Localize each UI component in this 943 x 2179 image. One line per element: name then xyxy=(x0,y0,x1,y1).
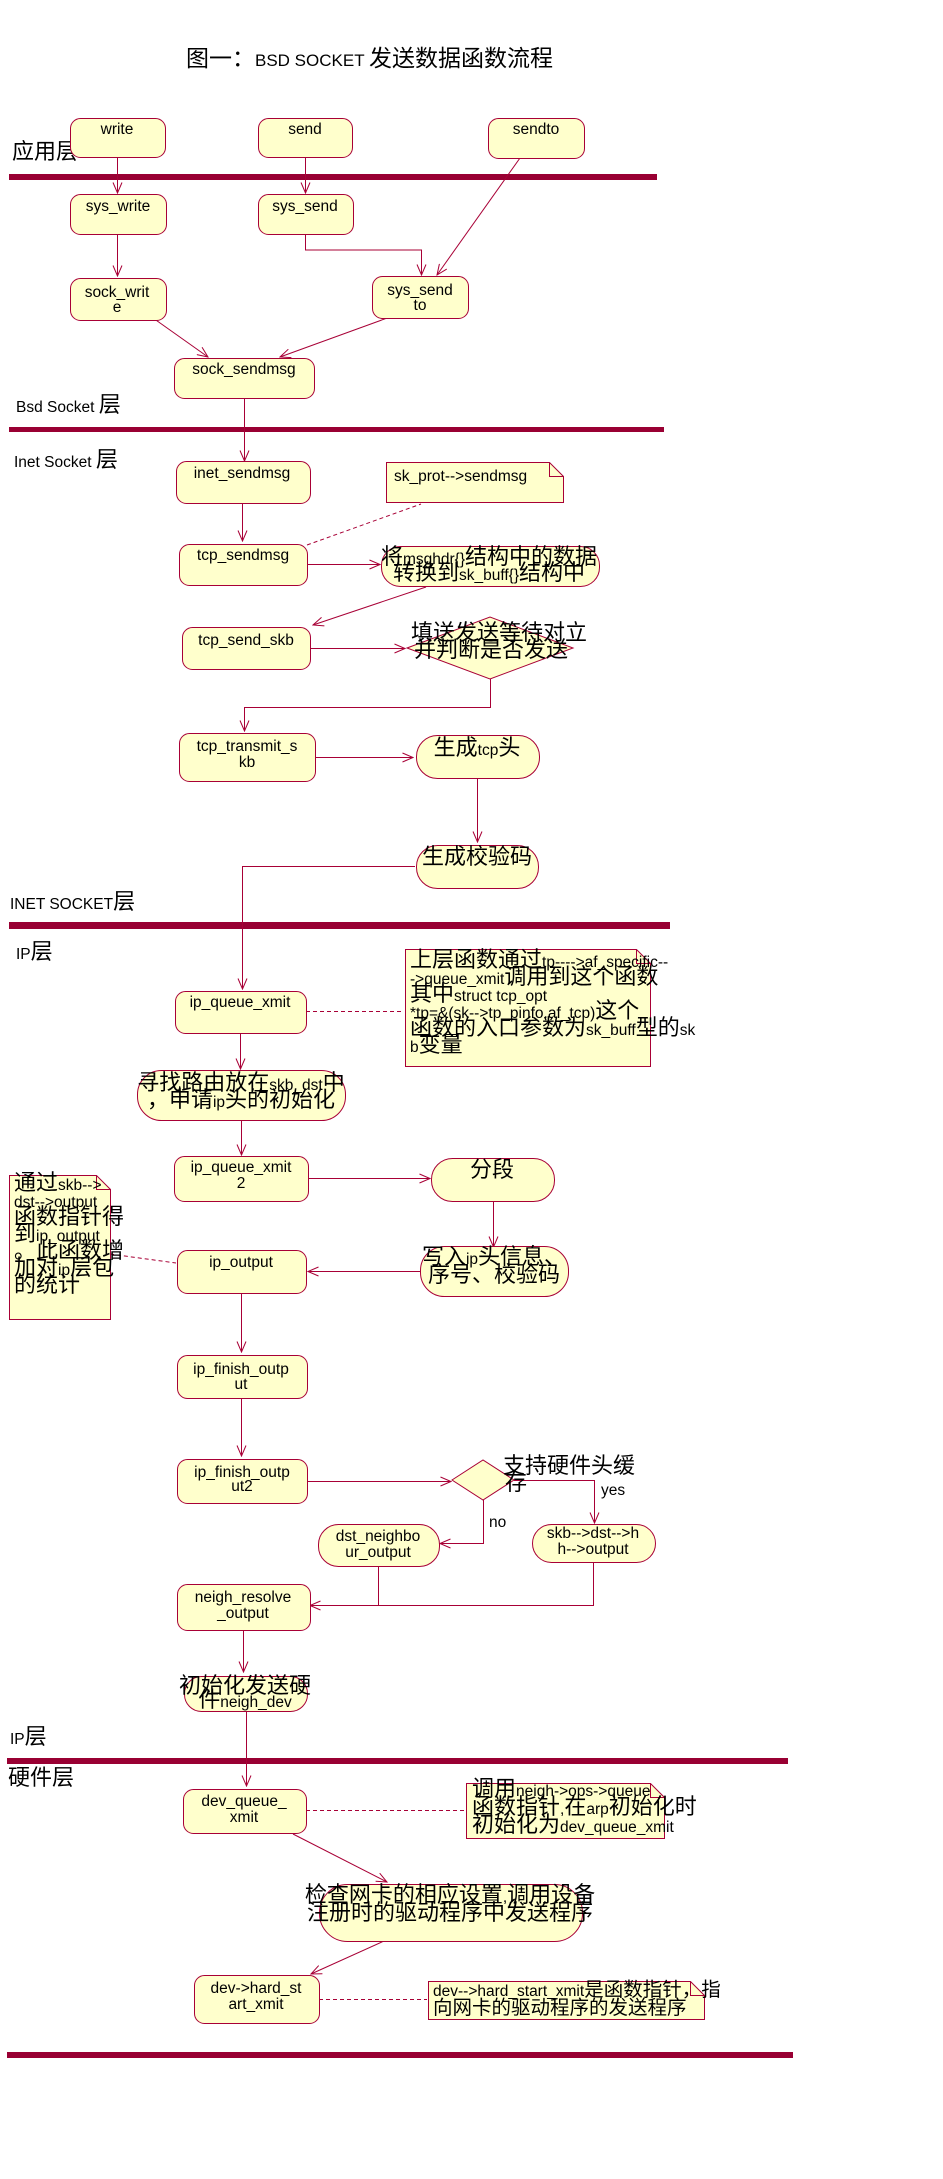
svg-text:通过skb-->: 通过skb--> xyxy=(14,1170,102,1195)
svg-text:序号、校验码: 序号、校验码 xyxy=(428,1262,560,1287)
svg-text:sock_sendmsg: sock_sendmsg xyxy=(192,361,295,378)
svg-text:yes: yes xyxy=(601,1482,625,1499)
svg-text:支持硬件头缓: 支持硬件头缓 xyxy=(503,1453,635,1478)
svg-text:tcp_send_skb: tcp_send_skb xyxy=(198,632,294,649)
svg-text:加对ip层包: 加对ip层包 xyxy=(14,1255,114,1280)
svg-text:neigh_resolve: neigh_resolve xyxy=(195,1589,292,1606)
svg-text:ip_output: ip_output xyxy=(209,1254,273,1271)
svg-text:_output: _output xyxy=(216,1605,269,1622)
svg-text:生成tcp头: 生成tcp头 xyxy=(434,735,521,760)
svg-text:kb: kb xyxy=(239,754,255,771)
svg-text:INET SOCKET层: INET SOCKET层 xyxy=(10,889,135,914)
svg-text:ut2: ut2 xyxy=(231,1478,253,1495)
svg-text:->queue_xmit调用到这个函数: ->queue_xmit调用到这个函数 xyxy=(410,964,658,989)
svg-text:dev-->hard_start_xmit是函数指针，指: dev-->hard_start_xmit是函数指针，指 xyxy=(433,1979,721,2001)
svg-text:IP层: IP层 xyxy=(10,1724,47,1749)
svg-text:上层函数通过tp---->af_specific--: 上层函数通过tp---->af_specific-- xyxy=(410,947,668,972)
svg-text:Bsd Socket 层: Bsd Socket 层 xyxy=(16,392,121,417)
svg-text:向网卡的驱动程序的发送程序: 向网卡的驱动程序的发送程序 xyxy=(433,1997,687,2019)
svg-text:tcp_transmit_s: tcp_transmit_s xyxy=(197,738,298,755)
svg-text:xmit: xmit xyxy=(230,1809,259,1826)
svg-text:注册时的驱动程序中发送程序: 注册时的驱动程序中发送程序 xyxy=(307,1900,593,1925)
svg-text:ur_output: ur_output xyxy=(345,1544,411,1561)
svg-text:dev_queue_: dev_queue_ xyxy=(201,1793,287,1810)
svg-text:硬件层: 硬件层 xyxy=(8,1765,74,1790)
svg-text:将msghdr{}结构中的数据: 将msghdr{}结构中的数据 xyxy=(381,544,597,569)
svg-text:ip_queue_xmit: ip_queue_xmit xyxy=(190,994,292,1011)
svg-text:ip_finish_outp: ip_finish_outp xyxy=(194,1464,290,1481)
svg-text:b变量: b变量 xyxy=(410,1032,463,1057)
svg-text:ip_queue_xmit: ip_queue_xmit xyxy=(191,1159,293,1176)
svg-text:到ip_output: 到ip_output xyxy=(14,1221,100,1246)
svg-text:to: to xyxy=(414,297,427,314)
svg-text:art_xmit: art_xmit xyxy=(228,1996,284,2013)
svg-text:寻找路由放在skb_dst中: 寻找路由放在skb_dst中 xyxy=(137,1070,344,1095)
svg-text:dst-->output: dst-->output xyxy=(14,1194,98,1211)
svg-text:send: send xyxy=(288,121,322,138)
svg-text:dst_neighbo: dst_neighbo xyxy=(336,1528,420,1545)
svg-text:ip_finish_outp: ip_finish_outp xyxy=(193,1361,289,1378)
svg-text:Inet Socket 层: Inet Socket 层 xyxy=(14,447,118,472)
svg-text:其中struct tcp_opt: 其中struct tcp_opt xyxy=(410,981,548,1006)
svg-text:分段: 分段 xyxy=(470,1157,514,1182)
svg-text:函数的入口参数为sk_buff型的sk: 函数的入口参数为sk_buff型的sk xyxy=(410,1015,695,1040)
svg-text:转换到sk_buff{}结构中: 转换到sk_buff{}结构中 xyxy=(393,560,585,585)
svg-text:件neigh_dev: 件neigh_dev xyxy=(198,1687,292,1712)
svg-text:sys_send: sys_send xyxy=(272,198,337,215)
svg-text:ut: ut xyxy=(235,1376,249,1393)
svg-text:填送发送等待对立: 填送发送等待对立 xyxy=(411,620,587,645)
svg-text:函数指针得: 函数指针得 xyxy=(14,1204,124,1229)
svg-text:函数指针,在arp初始化时: 函数指针,在arp初始化时 xyxy=(472,1794,697,1819)
svg-text:sendto: sendto xyxy=(513,121,560,138)
svg-text:*tp=&(sk-->tp_pinfo.af_tcp)这个: *tp=&(sk-->tp_pinfo.af_tcp)这个 xyxy=(410,998,639,1023)
svg-text:生成校验码: 生成校验码 xyxy=(422,844,532,869)
svg-text:的统计: 的统计 xyxy=(14,1272,80,1297)
svg-text:e: e xyxy=(113,299,122,316)
svg-text:。此函数增: 。此函数增 xyxy=(14,1238,124,1263)
svg-text:write: write xyxy=(100,121,134,138)
svg-text:2: 2 xyxy=(237,1175,246,1192)
svg-text:no: no xyxy=(489,1514,506,1531)
svg-text:调用neigh->ops->queue: 调用neigh->ops->queue xyxy=(472,1776,650,1801)
svg-text:IP层: IP层 xyxy=(16,939,53,964)
svg-text:sock_writ: sock_writ xyxy=(85,284,150,301)
svg-text:存: 存 xyxy=(505,1470,527,1495)
svg-text:，申请ip头的初始化: ，申请ip头的初始化 xyxy=(147,1087,335,1112)
svg-text:应用层: 应用层 xyxy=(12,139,78,164)
svg-text:inet_sendmsg: inet_sendmsg xyxy=(194,465,291,482)
svg-text:h-->output: h-->output xyxy=(557,1541,629,1558)
svg-text:sys_write: sys_write xyxy=(86,198,151,215)
svg-text:检查网卡的相应设置,调用设备: 检查网卡的相应设置,调用设备 xyxy=(305,1882,595,1907)
svg-text:sys_send: sys_send xyxy=(387,282,452,299)
svg-text:dev->hard_st: dev->hard_st xyxy=(211,1980,303,1997)
svg-text:初始化发送硬: 初始化发送硬 xyxy=(179,1673,311,1698)
svg-text:sk_prot-->sendmsg: sk_prot-->sendmsg xyxy=(394,468,527,485)
svg-text:写入ip头信息、: 写入ip头信息、 xyxy=(422,1244,566,1269)
svg-text:tcp_sendmsg: tcp_sendmsg xyxy=(197,547,289,564)
svg-text:skb-->dst-->h: skb-->dst-->h xyxy=(547,1525,639,1542)
svg-text:初始化为dev_queue_xmit: 初始化为dev_queue_xmit xyxy=(472,1812,674,1837)
svg-text:并判断是否发送: 并判断是否发送 xyxy=(414,637,568,662)
svg-text:图一：BSD SOCKET 发送数据函数流程: 图一：BSD SOCKET 发送数据函数流程 xyxy=(186,45,553,71)
